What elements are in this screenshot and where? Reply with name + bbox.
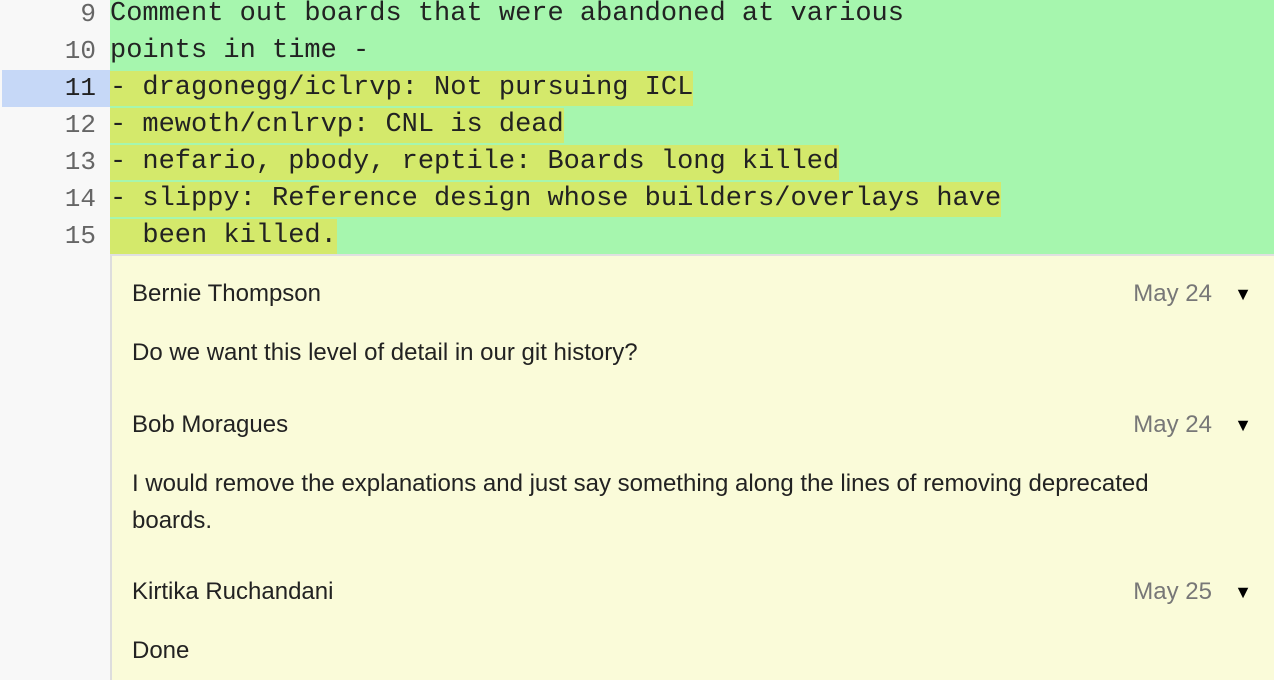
line-text: - nefario, pbody, reptile: Boards long k… <box>110 145 840 180</box>
line-number[interactable]: 13 <box>0 144 110 181</box>
line-number[interactable]: 9 <box>0 0 110 33</box>
line-text: been killed. <box>110 219 337 254</box>
comment-author[interactable]: Bob Moragues <box>132 411 289 438</box>
comment-message: Do we want this level of detail in our g… <box>132 339 638 366</box>
comment-author[interactable]: Bernie Thompson <box>132 280 321 307</box>
line-text: - slippy: Reference design whose builder… <box>110 182 1002 217</box>
collapse-toggle-icon[interactable]: ▼ <box>1234 582 1252 602</box>
line-number[interactable]: 10 <box>0 33 110 70</box>
line-text: - mewoth/cnlrvp: CNL is dead <box>110 108 564 143</box>
code-line: 13- nefario, pbody, reptile: Boards long… <box>0 144 1274 181</box>
collapse-toggle-icon[interactable]: ▼ <box>1234 284 1252 304</box>
comment-thread: Bernie Thompson May 24 ▼ Do we want this… <box>110 254 1274 680</box>
line-number-selected[interactable]: 11 <box>2 70 110 107</box>
line-number[interactable]: 12 <box>0 107 110 144</box>
code-line: 12- mewoth/cnlrvp: CNL is dead <box>0 107 1274 144</box>
comment-message: I would remove the explanations and just… <box>132 470 1149 534</box>
comment-message: Done <box>132 637 190 664</box>
comment-author[interactable]: Kirtika Ruchandani <box>132 578 334 605</box>
comment-date: May 24 <box>1133 411 1212 438</box>
code-line: 14- slippy: Reference design whose build… <box>0 181 1274 218</box>
line-text: - dragonegg/iclrvp: Not pursuing ICL <box>110 71 694 106</box>
line-number[interactable]: 15 <box>0 218 110 255</box>
collapse-toggle-icon[interactable]: ▼ <box>1234 415 1252 435</box>
line-text: Comment out boards that were abandoned a… <box>110 0 1274 33</box>
code-line: 11- dragonegg/iclrvp: Not pursuing ICL <box>0 70 1274 107</box>
comment-date: May 25 <box>1133 578 1212 605</box>
line-text: points in time - <box>110 33 1274 70</box>
comment-date: May 24 <box>1133 280 1212 307</box>
line-number[interactable]: 14 <box>0 181 110 218</box>
code-line: 15 been killed. <box>0 218 1274 255</box>
